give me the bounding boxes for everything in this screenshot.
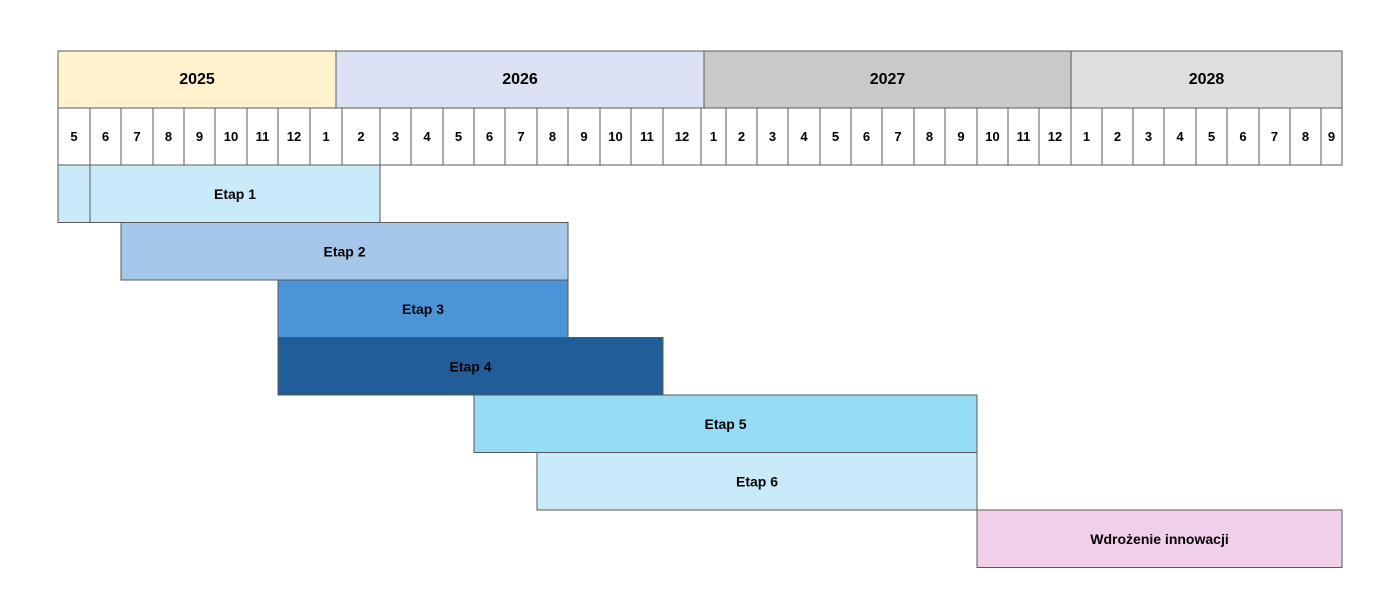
month-label: 8: [549, 129, 556, 144]
month-label: 4: [423, 129, 431, 144]
month-label: 7: [894, 129, 901, 144]
task-bar-prefix: [57, 164, 91, 223]
month-cell: [1070, 107, 1103, 166]
month-label: 12: [675, 129, 689, 144]
month-cell: [700, 107, 727, 166]
month-label: 9: [580, 129, 587, 144]
month-label: 1: [1083, 129, 1090, 144]
month-label: 2: [357, 129, 364, 144]
month-label: 5: [1208, 129, 1215, 144]
month-label: 5: [70, 129, 77, 144]
month-label: 4: [800, 129, 808, 144]
month-cell: [1226, 107, 1260, 166]
month-cell: [1163, 107, 1197, 166]
month-label: 12: [287, 129, 301, 144]
task-bar-etap-6: [536, 452, 978, 511]
month-cell: [89, 107, 122, 166]
task-bar-etap-3: [277, 279, 569, 338]
year-label-2027: 2027: [870, 71, 906, 88]
month-label: 10: [608, 129, 622, 144]
month-label: 7: [517, 129, 524, 144]
task-label-etap-2: Etap 2: [323, 243, 365, 259]
month-label: 8: [1302, 129, 1309, 144]
month-label: 3: [769, 129, 776, 144]
year-label-2025: 2025: [179, 71, 215, 88]
year-cell-2027: [703, 50, 1072, 109]
month-cell: [277, 107, 311, 166]
task-bars: Etap 1 Etap 2 Etap 3 Etap 4 Etap 5 Etap 6 Wdro…: [57, 164, 1343, 568]
year-label-2026: 2026: [502, 71, 538, 88]
month-label: 7: [133, 129, 140, 144]
task-label-etap-3: Etap 3: [402, 301, 444, 317]
month-label: 4: [1176, 129, 1184, 144]
month-cell: [504, 107, 538, 166]
month-cell: [536, 107, 569, 166]
month-label: 10: [224, 129, 238, 144]
month-label: 2: [1114, 129, 1121, 144]
task-label-etap-5: Etap 5: [704, 416, 746, 432]
task-label-wdrożenie-innowacji: Wdrożenie innowacji: [1090, 531, 1228, 547]
month-cell: [410, 107, 444, 166]
month-cell: [567, 107, 601, 166]
task-label-etap-4: Etap 4: [449, 358, 491, 374]
month-cell: [819, 107, 852, 166]
month-label: 6: [863, 129, 870, 144]
month-cell: [1038, 107, 1072, 166]
month-label: 8: [165, 129, 172, 144]
month-cell: [341, 107, 381, 166]
task-bar-etap-1: [89, 164, 381, 223]
month-cell: [1101, 107, 1134, 166]
month-label: 9: [196, 129, 203, 144]
month-cell: [976, 107, 1009, 166]
month-label: 6: [486, 129, 493, 144]
month-label: 5: [832, 129, 839, 144]
month-label: 12: [1048, 129, 1062, 144]
year-cell-2026: [335, 50, 705, 109]
task-bar-etap-5: [473, 394, 978, 453]
year-cell-2025: [57, 50, 337, 109]
month-label: 10: [985, 129, 999, 144]
month-label: 3: [392, 129, 399, 144]
month-label: 3: [1145, 129, 1152, 144]
month-label: 5: [455, 129, 462, 144]
year-header-row: 2025 2026 2027 2028: [57, 50, 1343, 109]
month-label: 7: [1271, 129, 1278, 144]
month-cell: [152, 107, 185, 166]
month-cell: [1007, 107, 1040, 166]
month-cell: [473, 107, 506, 166]
month-label: 11: [640, 129, 654, 144]
year-cell-2028: [1070, 50, 1343, 109]
month-cell: [1320, 107, 1343, 166]
month-label: 6: [102, 129, 109, 144]
task-bar-etap-2: [120, 222, 569, 281]
month-label: 8: [926, 129, 933, 144]
month-label: 11: [1017, 129, 1031, 144]
month-cell: [881, 107, 915, 166]
year-label-2028: 2028: [1189, 71, 1225, 88]
month-label: 1: [710, 129, 717, 144]
month-label: 1: [322, 129, 329, 144]
month-cell: [214, 107, 248, 166]
task-label-etap-1: Etap 1: [214, 186, 256, 202]
month-label: 9: [1328, 129, 1335, 144]
month-cell: [756, 107, 789, 166]
month-cell: [1195, 107, 1228, 166]
month-cell: [630, 107, 664, 166]
month-cell: [442, 107, 475, 166]
task-label-etap-6: Etap 6: [736, 473, 778, 489]
month-label: 6: [1239, 129, 1246, 144]
task-bar-etap-4: [277, 337, 664, 396]
month-label: 9: [957, 129, 964, 144]
month-label: 2: [738, 129, 745, 144]
month-cell: [787, 107, 821, 166]
month-label: 11: [256, 129, 270, 144]
month-cell: [599, 107, 632, 166]
task-bar-wdrożenie-innowacji: [976, 509, 1343, 568]
